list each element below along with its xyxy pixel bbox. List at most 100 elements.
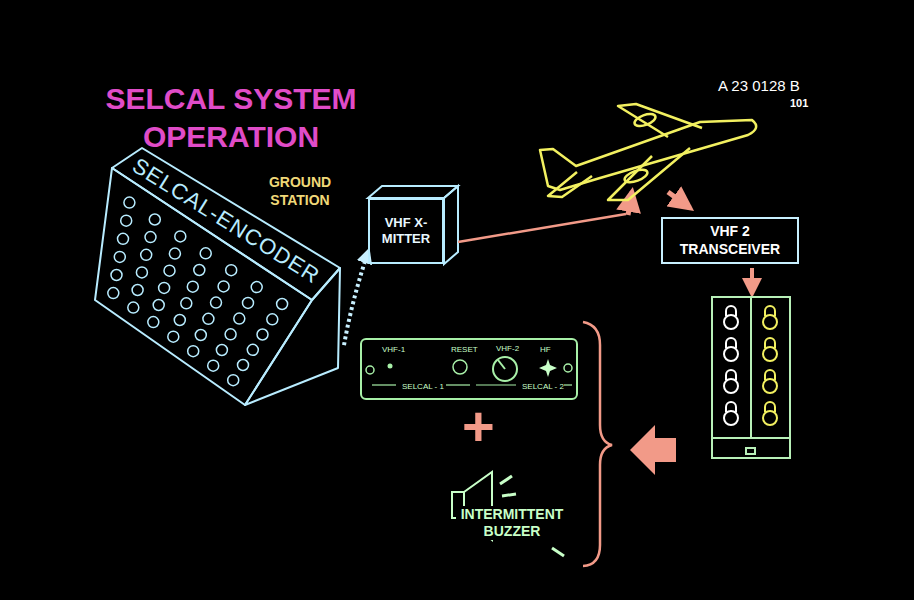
aircraft-wing [608, 148, 690, 200]
lock-body [763, 347, 777, 361]
sound-wave [552, 548, 564, 556]
panel-screw [564, 364, 572, 372]
encoder-key [238, 360, 249, 371]
encoder-key [211, 297, 222, 308]
encoder-box: SELCAL-ENCODER [92, 146, 344, 408]
decoder-divider [712, 437, 790, 439]
encoder-key [159, 282, 170, 293]
transceiver-name: VHF 2 TRANSCEIVER [669, 223, 791, 258]
encoder-key [108, 288, 119, 299]
encoder-label-face [112, 148, 340, 300]
encoder-key [216, 345, 227, 356]
figure-number: A 23 0128 B [718, 77, 800, 94]
output-arrow [630, 425, 676, 475]
encoder-key [136, 267, 147, 278]
lock-body [763, 379, 777, 393]
lock-body [724, 379, 738, 393]
switch-label: VHF-2 [496, 344, 519, 353]
encoder-key [194, 265, 205, 276]
transmitter-side-face [444, 186, 458, 264]
encoder-key [145, 232, 156, 243]
buzzer-label: INTERMITTENT BUZZER [456, 506, 568, 540]
diagram-title: SELCAL SYSTEM OPERATION [96, 80, 366, 155]
encoder-key [195, 330, 206, 341]
indicator-light [388, 364, 393, 369]
encoder-key [121, 215, 132, 226]
encoder-key [188, 346, 199, 357]
transmitter-box: VHF X-MITTER [368, 198, 444, 264]
encoder-key [203, 313, 214, 324]
panel-rule [372, 384, 396, 385]
encoder-key [149, 214, 160, 225]
encoder-key [153, 300, 164, 311]
panel-rule [476, 384, 516, 385]
encoder-key [111, 270, 122, 281]
radio-link-arrow [628, 192, 632, 215]
encoder-key [208, 360, 219, 371]
encoder-key [175, 231, 186, 242]
encoder-side-face [245, 268, 340, 405]
panel-rule [564, 384, 572, 385]
encoder-key [225, 329, 236, 340]
encoder-keys [108, 197, 288, 386]
encoder-key [148, 317, 159, 328]
control-panel: VHF-1RESETVHF-2HFSELCAL - 1SELCAL - 2 [360, 338, 578, 400]
transceiver-box: VHF 2 TRANSCEIVER [661, 217, 799, 264]
encoder-key [174, 315, 185, 326]
encoder-key [267, 314, 278, 325]
encoder-key [141, 249, 152, 260]
selcal-decoder [712, 297, 790, 458]
aircraft-engine [633, 112, 657, 129]
decoder-connector [746, 448, 755, 454]
panel-label: SELCAL - 2 [522, 382, 564, 391]
lock-body [724, 347, 738, 361]
reception-arrow [668, 192, 690, 208]
encoder-key [124, 197, 135, 208]
lock-body [763, 411, 777, 425]
transmitter-depth [368, 186, 458, 264]
decoder-panel [712, 297, 790, 458]
encoder-key [234, 313, 245, 324]
knob-pointer [498, 360, 505, 369]
encoder-key [168, 331, 179, 342]
encoder-key [243, 297, 254, 308]
encoder-key [251, 282, 262, 293]
radio-link-line [458, 214, 626, 242]
switch-label: HF [540, 345, 551, 354]
encoder-key [247, 344, 258, 355]
panel-screw [366, 366, 374, 374]
aircraft-wing [618, 104, 702, 137]
encoder-key [118, 233, 129, 244]
sound-wave [502, 494, 516, 496]
brace [583, 322, 612, 566]
reset-button [453, 360, 467, 374]
encoder-title: SELCAL-ENCODER [128, 153, 325, 289]
encoder-key [128, 302, 139, 313]
switch-label: RESET [451, 345, 478, 354]
panel-rule [446, 384, 470, 385]
decoder-divider [750, 297, 752, 438]
encoder-key [169, 248, 180, 259]
transmitter-name: VHF X-MITTER [373, 215, 439, 248]
buzzer: INTERMITTENT BUZZER [448, 468, 573, 563]
encoder-key [257, 329, 268, 340]
aircraft-engine [623, 167, 649, 185]
cable-connector [344, 252, 368, 345]
station-label: GROUND STATION [244, 173, 356, 209]
indicator-lamp [539, 359, 557, 377]
lock-body [763, 315, 777, 329]
decoder-arrow [750, 268, 754, 294]
panel-label: SELCAL - 1 [402, 382, 444, 391]
lock-body [724, 315, 738, 329]
lock-body [724, 411, 738, 425]
plus-sign: + [462, 398, 495, 454]
encoder-key [277, 299, 288, 310]
page-number: 101 [790, 97, 808, 109]
encoder-key [187, 281, 198, 292]
selector-knob [493, 357, 517, 381]
encoder-key [181, 298, 192, 309]
aircraft-tailplane [548, 172, 592, 197]
sound-wave [500, 476, 512, 484]
aircraft-fuselage [540, 120, 756, 190]
